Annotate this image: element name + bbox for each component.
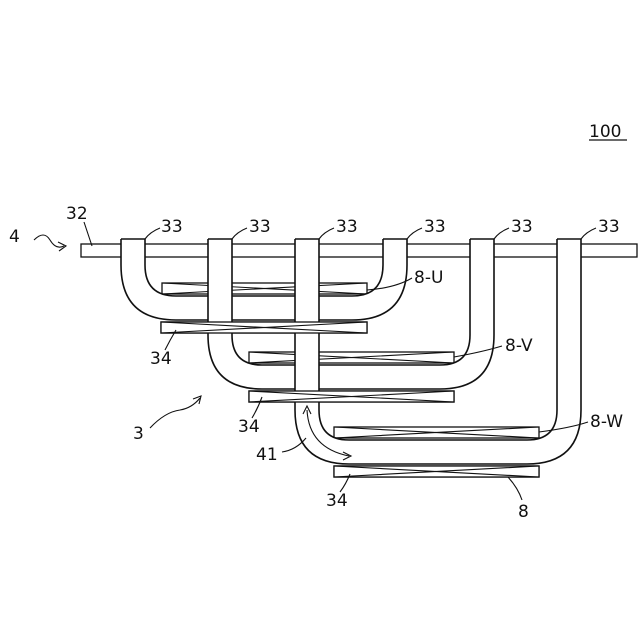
label-8: 8 xyxy=(518,502,529,522)
leader-3-arrowhead xyxy=(193,396,201,404)
label-8u: 8-U xyxy=(414,268,443,288)
leader-33-1 xyxy=(145,228,160,239)
coil-8v xyxy=(249,352,454,363)
bar-32 xyxy=(81,244,637,257)
leader-33-4 xyxy=(407,228,422,239)
label-41: 41 xyxy=(256,445,278,465)
label-34-3: 34 xyxy=(326,491,348,511)
label-33-6: 33 xyxy=(598,217,620,237)
label-33-2: 33 xyxy=(249,217,271,237)
label-8v: 8-V xyxy=(505,336,533,356)
label-4: 4 xyxy=(9,227,20,247)
label-32: 32 xyxy=(66,204,88,224)
coil-8-front xyxy=(334,466,539,477)
label-3: 3 xyxy=(133,424,144,444)
leader-33-5 xyxy=(494,228,509,239)
label-33-3: 33 xyxy=(336,217,358,237)
leader-3 xyxy=(150,398,200,428)
label-33-5: 33 xyxy=(511,217,533,237)
leader-8 xyxy=(508,477,522,500)
leader-33-6 xyxy=(581,228,596,239)
leader-33-2 xyxy=(232,228,247,239)
leader-33-3 xyxy=(319,228,334,239)
coil-8w xyxy=(334,427,539,438)
coil-row-4-front xyxy=(249,391,454,402)
leader-32 xyxy=(84,222,92,246)
figure-number: 100 xyxy=(589,122,621,142)
leader-4 xyxy=(34,235,64,247)
label-8w: 8-W xyxy=(590,412,623,432)
label-33-4: 33 xyxy=(424,217,446,237)
coil-row-2-front xyxy=(161,322,367,333)
label-34-1: 34 xyxy=(150,349,172,369)
label-34-2: 34 xyxy=(238,417,260,437)
coil-8u xyxy=(162,283,367,294)
label-33-1: 33 xyxy=(161,217,183,237)
